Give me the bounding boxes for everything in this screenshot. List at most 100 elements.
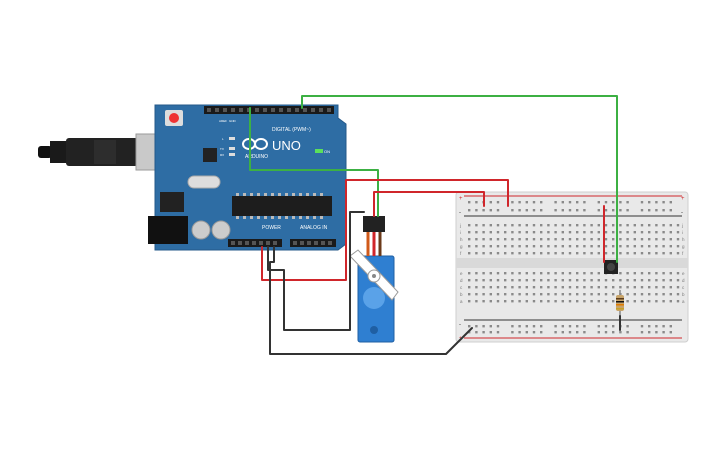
breadboard-hole[interactable] bbox=[518, 279, 521, 282]
breadboard-hole[interactable] bbox=[489, 231, 492, 234]
breadboard-hole[interactable] bbox=[561, 224, 564, 227]
breadboard-hole[interactable] bbox=[540, 209, 543, 212]
breadboard-hole[interactable] bbox=[576, 224, 579, 227]
breadboard-hole[interactable] bbox=[561, 231, 564, 234]
breadboard-hole[interactable] bbox=[619, 231, 622, 234]
breadboard-hole[interactable] bbox=[597, 231, 600, 234]
breadboard-hole[interactable] bbox=[504, 224, 507, 227]
breadboard-hole[interactable] bbox=[525, 272, 528, 275]
breadboard-hole[interactable] bbox=[597, 224, 600, 227]
breadboard-hole[interactable] bbox=[633, 279, 636, 282]
breadboard-hole[interactable] bbox=[583, 238, 586, 241]
breadboard-hole[interactable] bbox=[633, 293, 636, 296]
breadboard-hole[interactable] bbox=[547, 293, 550, 296]
breadboard-hole[interactable] bbox=[554, 331, 557, 334]
breadboard-hole[interactable] bbox=[568, 279, 572, 282]
breadboard-hole[interactable] bbox=[583, 279, 586, 282]
breadboard-hole[interactable] bbox=[561, 325, 564, 328]
breadboard-hole[interactable] bbox=[532, 209, 536, 212]
breadboard-hole[interactable] bbox=[655, 209, 658, 212]
breadboard-hole[interactable] bbox=[597, 293, 600, 296]
breadboard-hole[interactable] bbox=[568, 201, 572, 204]
breadboard-hole[interactable] bbox=[496, 209, 500, 212]
breadboard-hole[interactable] bbox=[612, 286, 615, 289]
breadboard-hole[interactable] bbox=[633, 286, 636, 289]
breadboard-hole[interactable] bbox=[568, 272, 572, 275]
resistor[interactable] bbox=[616, 290, 624, 316]
breadboard-hole[interactable] bbox=[496, 300, 500, 303]
breadboard-hole[interactable] bbox=[583, 245, 586, 248]
breadboard-hole[interactable] bbox=[612, 300, 615, 303]
breadboard-hole[interactable] bbox=[676, 238, 680, 241]
breadboard-hole[interactable] bbox=[612, 224, 615, 227]
breadboard-hole[interactable] bbox=[597, 331, 600, 334]
breadboard-hole[interactable] bbox=[633, 231, 636, 234]
breadboard-hole[interactable] bbox=[576, 279, 579, 282]
breadboard-hole[interactable] bbox=[626, 201, 629, 204]
breadboard-hole[interactable] bbox=[525, 331, 528, 334]
breadboard-hole[interactable] bbox=[518, 252, 521, 255]
breadboard-hole[interactable] bbox=[669, 231, 672, 234]
breadboard-hole[interactable] bbox=[604, 331, 608, 334]
breadboard-hole[interactable] bbox=[655, 238, 658, 241]
breadboard-hole[interactable] bbox=[554, 272, 557, 275]
breadboard-hole[interactable] bbox=[612, 238, 615, 241]
breadboard-hole[interactable] bbox=[518, 293, 521, 296]
power-jack[interactable] bbox=[148, 216, 188, 244]
breadboard-hole[interactable] bbox=[511, 252, 514, 255]
breadboard-hole[interactable] bbox=[626, 252, 629, 255]
breadboard-hole[interactable] bbox=[676, 252, 680, 255]
breadboard-hole[interactable] bbox=[540, 252, 543, 255]
breadboard-hole[interactable] bbox=[568, 331, 572, 334]
breadboard-hole[interactable] bbox=[561, 245, 564, 248]
breadboard-hole[interactable] bbox=[540, 279, 543, 282]
breadboard-hole[interactable] bbox=[489, 224, 492, 227]
breadboard-hole[interactable] bbox=[655, 331, 658, 334]
breadboard-hole[interactable] bbox=[590, 245, 593, 248]
breadboard-hole[interactable] bbox=[525, 279, 528, 282]
breadboard-hole[interactable] bbox=[676, 224, 680, 227]
breadboard-hole[interactable] bbox=[475, 300, 478, 303]
breadboard-hole[interactable] bbox=[655, 279, 658, 282]
breadboard-hole[interactable] bbox=[604, 238, 608, 241]
breadboard-hole[interactable] bbox=[662, 300, 665, 303]
breadboard-hole[interactable] bbox=[540, 300, 543, 303]
breadboard-hole[interactable] bbox=[532, 201, 536, 204]
breadboard-hole[interactable] bbox=[468, 224, 471, 227]
breadboard-hole[interactable] bbox=[468, 231, 471, 234]
breadboard-hole[interactable] bbox=[583, 252, 586, 255]
breadboard-hole[interactable] bbox=[468, 286, 471, 289]
breadboard-hole[interactable] bbox=[604, 209, 608, 212]
breadboard-hole[interactable] bbox=[640, 325, 644, 328]
breadboard-hole[interactable] bbox=[518, 224, 521, 227]
breadboard-hole[interactable] bbox=[583, 209, 586, 212]
breadboard-hole[interactable] bbox=[590, 286, 593, 289]
breadboard-hole[interactable] bbox=[590, 279, 593, 282]
breadboard-hole[interactable] bbox=[612, 252, 615, 255]
breadboard-hole[interactable] bbox=[496, 224, 500, 227]
breadboard-hole[interactable] bbox=[561, 293, 564, 296]
breadboard-hole[interactable] bbox=[619, 245, 622, 248]
breadboard-hole[interactable] bbox=[561, 272, 564, 275]
breadboard-hole[interactable] bbox=[655, 293, 658, 296]
breadboard-hole[interactable] bbox=[518, 201, 521, 204]
breadboard-hole[interactable] bbox=[532, 325, 536, 328]
breadboard-hole[interactable] bbox=[511, 209, 514, 212]
breadboard-hole[interactable] bbox=[468, 201, 471, 204]
breadboard-hole[interactable] bbox=[518, 238, 521, 241]
breadboard-hole[interactable] bbox=[561, 252, 564, 255]
breadboard-hole[interactable] bbox=[662, 331, 665, 334]
breadboard-hole[interactable] bbox=[626, 325, 629, 328]
breadboard-hole[interactable] bbox=[489, 201, 492, 204]
breadboard-hole[interactable] bbox=[583, 231, 586, 234]
wires[interactable] bbox=[249, 95, 621, 355]
breadboard-hole[interactable] bbox=[576, 272, 579, 275]
wire-black-gnd-rail[interactable] bbox=[269, 246, 473, 355]
breadboard-hole[interactable] bbox=[626, 293, 629, 296]
breadboard-hole[interactable] bbox=[597, 286, 600, 289]
breadboard-hole[interactable] bbox=[619, 279, 622, 282]
breadboard-hole[interactable] bbox=[604, 300, 608, 303]
breadboard-hole[interactable] bbox=[468, 252, 471, 255]
breadboard-hole[interactable] bbox=[612, 331, 615, 334]
